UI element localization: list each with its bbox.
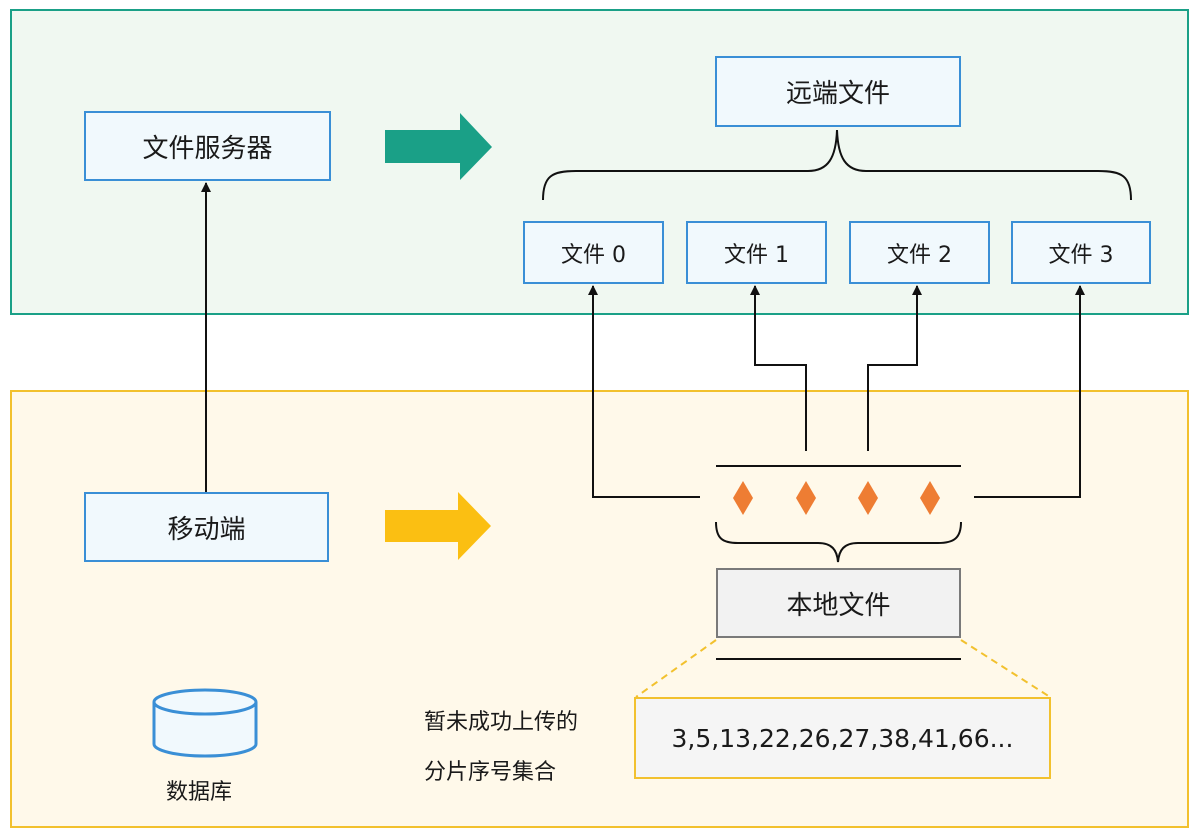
mobile-node: 移动端 (84, 492, 329, 562)
fragment-diamond (858, 481, 878, 515)
fragment-arrow-1 (750, 285, 807, 451)
file-server-node: 文件服务器 (84, 111, 331, 181)
pending-indices-box: 3,5,13,22,26,27,38,41,66... (634, 697, 1051, 779)
fragment-arrow-3 (974, 285, 1085, 498)
mobile-flow-arrow (385, 492, 491, 560)
callout-line-left (635, 639, 717, 698)
pending-label-line2: 分片序号集合 (424, 760, 557, 785)
fragment-diamond (920, 481, 940, 515)
local-file-brace (715, 521, 962, 563)
fragment-arrow-0 (588, 285, 700, 498)
remote-file-chunk-1: 文件 1 (686, 221, 827, 284)
fragment-diamond (796, 481, 816, 515)
database-icon (152, 688, 258, 758)
fragment-diamond (733, 481, 753, 515)
remote-file-chunk-2: 文件 2 (849, 221, 990, 284)
remote-file-node: 远端文件 (715, 56, 961, 127)
remote-file-chunk-3: 文件 3 (1011, 221, 1151, 284)
remote-file-brace (542, 129, 1132, 201)
callout-line-right (960, 639, 1051, 698)
pending-label-line1: 暂未成功上传的 (424, 710, 579, 735)
fragment-arrow-2 (867, 285, 922, 451)
local-file-node: 本地文件 (716, 568, 961, 638)
remote-file-chunk-0: 文件 0 (523, 221, 664, 284)
server-flow-arrow (385, 113, 492, 180)
database-label: 数据库 (166, 780, 233, 805)
